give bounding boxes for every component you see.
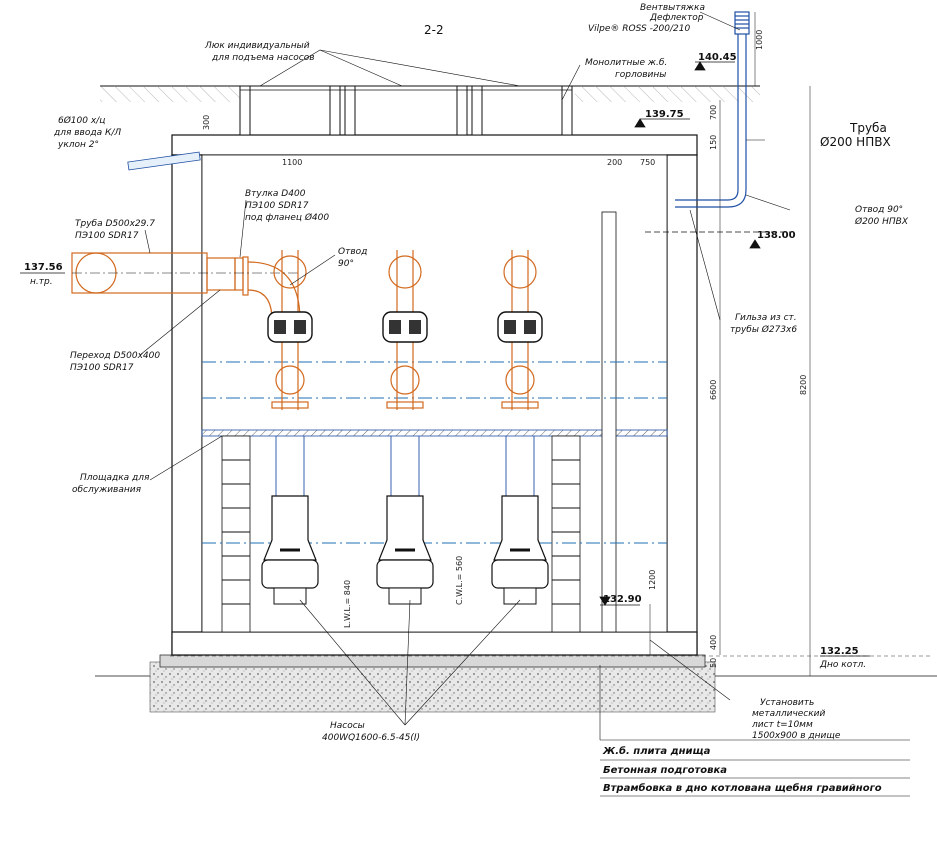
elev-floor: 132.90 [603, 594, 642, 605]
pump-2 [376, 250, 434, 605]
label-pipe-npvh-1: Труба [849, 121, 887, 135]
label-bushing-2: ПЭ100 SDR17 [245, 201, 309, 211]
label-cable-1: 6Ø100 х/ц [58, 115, 105, 126]
pump-3 [491, 250, 549, 605]
label-bushing-3: под фланец Ø400 [245, 212, 329, 223]
label-pipe-in-2: ПЭ100 SDR17 [75, 231, 139, 241]
elev-vent-out: 138.00 [757, 230, 796, 241]
vent-pipe [675, 11, 750, 208]
text-labels: 2-2 Люк индивидуальный для подъема насос… [24, 3, 909, 794]
label-elbow-2: 90° [338, 259, 354, 269]
legend-1: Ж.б. плита днища [602, 745, 711, 757]
label-plate-3: лист t=10мм [751, 720, 813, 730]
label-bushing-1: Втулка D400 [245, 189, 306, 199]
section-title: 2-2 [424, 23, 444, 37]
ladder-left [221, 435, 251, 633]
elev-inlet-sub: н.тр. [30, 277, 53, 287]
dim-1000: 1000 [755, 30, 764, 50]
label-cable-3: уклон 2° [57, 140, 99, 150]
legend-3: Втрамбовка в дно котлована щебня гравийн… [603, 782, 882, 794]
elevation-marks [20, 61, 870, 657]
label-sleeve-1: Гильза из ст. [735, 313, 797, 323]
leader-lines [139, 11, 910, 797]
label-plate-2: металлический [752, 709, 826, 719]
ladder-right [551, 435, 581, 633]
elev-bottom: 132.25 [820, 646, 859, 657]
label-pipe-npvh-2: Ø200 НПВХ [820, 135, 891, 149]
label-plate-1: Установить [760, 698, 814, 708]
dim-cwl: C.W.L.= 560 [455, 556, 464, 605]
chamber-walls [171, 134, 698, 656]
label-pumps-1: Насосы [330, 721, 365, 731]
legend-2: Бетонная подготовка [603, 765, 727, 776]
dim-6600: 6600 [709, 380, 718, 400]
label-elbow-1: Отвод [338, 247, 367, 257]
elev-ground: 140.45 [698, 52, 737, 63]
pump-1 [261, 250, 319, 605]
label-sleeve-2: трубы Ø273х6 [730, 324, 797, 335]
label-plate-4: 1500х900 в днище [752, 731, 841, 741]
elev-bottom-sub: Дно котл. [819, 660, 866, 670]
dim-8200: 8200 [799, 375, 808, 395]
base-foundation [149, 654, 716, 713]
label-platform-1: Площадка для [80, 473, 150, 483]
label-vent-2: Дефлектор [649, 13, 704, 23]
label-cable-2: для ввода К/Л [53, 128, 121, 138]
dim-750: 750 [640, 158, 655, 167]
label-monolith-1: Монолитные ж.б. [585, 58, 667, 68]
elev-roof: 139.75 [645, 109, 684, 120]
hatch-necks [239, 85, 573, 136]
dim-50: 50 [709, 658, 718, 668]
dim-400: 400 [709, 635, 718, 650]
cable-duct [127, 151, 201, 171]
service-platform [201, 429, 668, 437]
dim-lwl: L.W.L.= 840 [343, 580, 352, 628]
label-bend-2: Ø200 НПВХ [854, 216, 909, 227]
dim-1200: 1200 [648, 570, 657, 590]
dim-1100: 1100 [282, 158, 302, 167]
label-bend-1: Отвод 90° [855, 205, 903, 215]
label-pipe-in-1: Труба D500х29.7 [75, 219, 155, 229]
elev-inlet: 137.56 [24, 262, 63, 273]
label-hatch-2: для подъема насосов [211, 53, 315, 63]
label-vent-3: Vilpe® ROSS -200/210 [588, 24, 690, 34]
right-dimensions [170, 12, 930, 676]
label-reducer-2: ПЭ100 SDR17 [70, 363, 134, 373]
dim-300: 300 [202, 115, 211, 130]
label-reducer-1: Переход D500х400 [70, 351, 160, 361]
dim-150: 150 [709, 135, 718, 150]
label-pumps-2: 400WQ1600-6.5-45(I) [322, 733, 420, 743]
pumps [261, 250, 549, 605]
label-hatch: Люк индивидуальный [204, 41, 310, 51]
label-vent-1: Вентвытяжка [640, 3, 705, 13]
dim-700: 700 [709, 105, 718, 120]
dim-200: 200 [607, 158, 622, 167]
label-platform-2: обслуживания [72, 485, 142, 495]
inner-column [601, 211, 617, 633]
label-monolith-2: горловины [615, 70, 666, 80]
